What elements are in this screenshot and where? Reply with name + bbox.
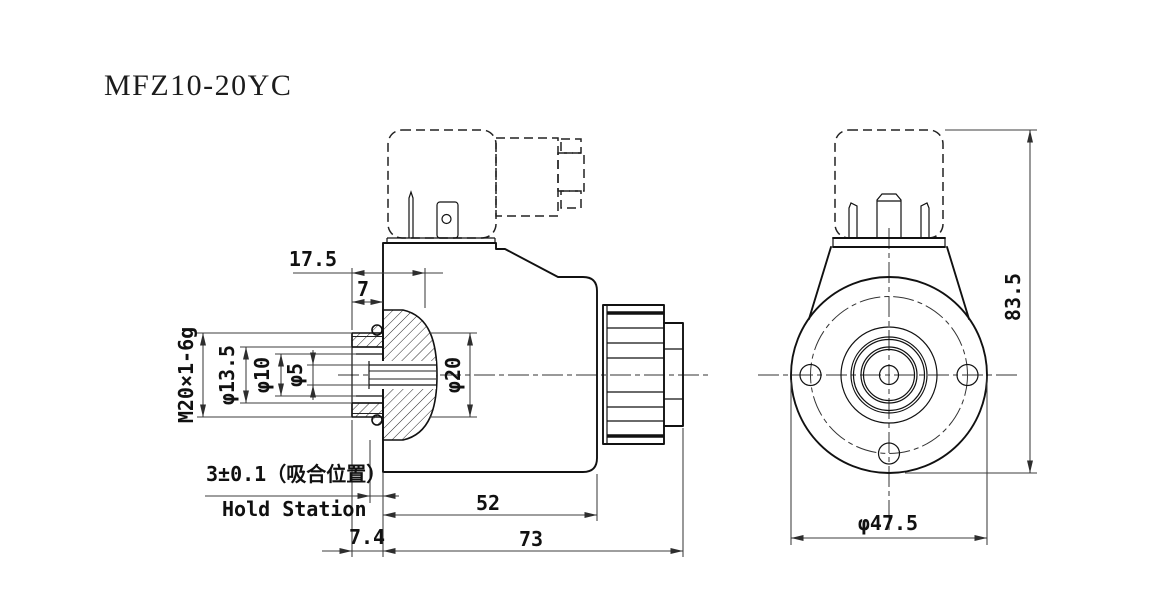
o-ring-bottom: [371, 414, 383, 426]
flange-circles: [790, 276, 988, 474]
pin-hole: [441, 213, 452, 225]
stroke-note-en: Hold Station: [222, 497, 367, 521]
bolt-circle: [810, 296, 968, 454]
dim-13-5: φ13.5: [215, 345, 239, 405]
dim-17-5: 17.5: [289, 247, 337, 271]
side-view: 17.5 7 M20×1-6g φ13.5 φ10 φ5 φ20 3±0.1（吸…: [174, 129, 708, 557]
side-dimensions: [197, 268, 684, 557]
front-view: 83.5 φ47.5: [758, 129, 1037, 545]
dim-47-5: φ47.5: [858, 511, 918, 535]
dim-10: φ10: [250, 357, 274, 393]
dim-m20: M20×1-6g: [174, 327, 198, 423]
dim-83-5: 83.5: [1001, 273, 1025, 321]
bolt-hole-left: [799, 363, 822, 387]
dim-5: φ5: [283, 363, 307, 387]
stroke-note-cn: 3±0.1（吸合位置）: [206, 462, 386, 486]
bolt-hole-right: [956, 363, 979, 387]
dim-20: φ20: [441, 357, 465, 393]
dim-7-4: 7.4: [349, 525, 385, 549]
armature-dome-section: [368, 309, 438, 441]
dim-73: 73: [519, 527, 543, 551]
o-ring-top: [371, 324, 383, 336]
bolt-hole-bottom: [877, 442, 901, 465]
body-side-right: [946, 246, 970, 320]
front-top-plate: [832, 237, 946, 248]
end-nut: [663, 322, 684, 427]
front-terminal-pins: [848, 193, 930, 238]
dim-52: 52: [476, 491, 500, 515]
drawing-title: MFZ10-20YC: [104, 69, 292, 102]
body-side-left: [808, 246, 832, 320]
ribbed-end-cap: [602, 304, 665, 445]
solenoid-body: [382, 242, 598, 473]
dim-7: 7: [357, 277, 369, 301]
front-dimensions: [790, 129, 1037, 545]
bore-lines: [352, 346, 383, 404]
